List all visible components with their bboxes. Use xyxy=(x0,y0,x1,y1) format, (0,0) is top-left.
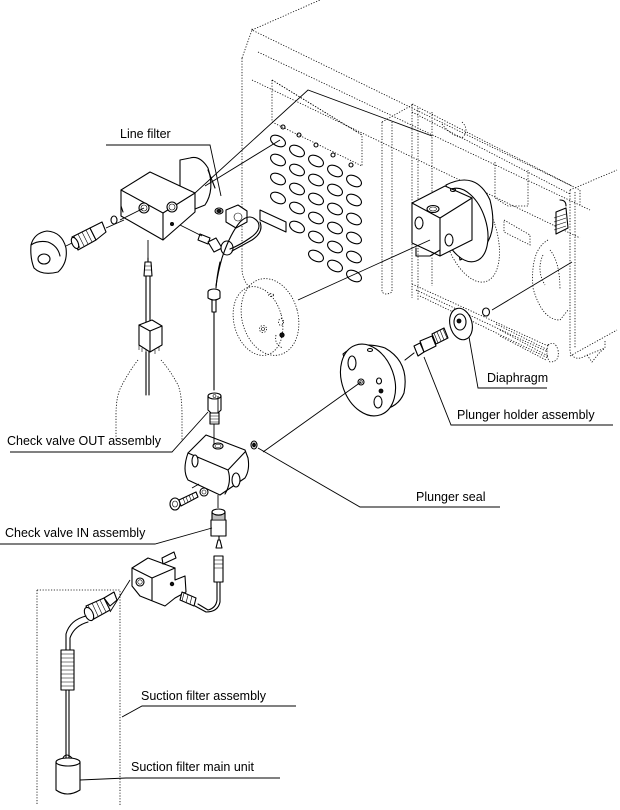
keypad-button xyxy=(346,231,362,245)
leader-plunger-holder xyxy=(423,356,613,426)
keypad-button xyxy=(327,240,343,254)
check-valve-out xyxy=(207,392,222,425)
leader-lines xyxy=(0,144,613,781)
label-diaphragm: Diaphragm xyxy=(487,371,549,385)
label-plunger-holder-assembly: Plunger holder assembly xyxy=(457,408,595,422)
keypad-button xyxy=(346,212,362,226)
keypad-button xyxy=(308,249,324,263)
keypad-button xyxy=(270,172,286,186)
plunger-holder xyxy=(404,327,449,361)
keypad-button xyxy=(308,154,324,168)
leader-check-valve-out xyxy=(10,411,209,453)
keypad-button xyxy=(327,202,343,216)
leader-check-valve-in xyxy=(0,527,213,545)
keypad-button xyxy=(270,134,286,148)
pump-head-ghost xyxy=(232,278,300,356)
filter-outlet-fittings xyxy=(197,204,262,391)
leader-line-filter xyxy=(106,144,222,197)
keypad-button xyxy=(289,201,305,215)
label-suction-filter-main-unit: Suction filter main unit xyxy=(131,760,254,774)
suction-tee xyxy=(131,551,197,607)
leader-suction-filter-assembly xyxy=(121,705,296,718)
keypad-button xyxy=(308,173,324,187)
keypad-button xyxy=(270,153,286,167)
plunger-seal xyxy=(250,440,258,450)
mounting-screw xyxy=(169,487,209,511)
pump-head-mounted xyxy=(411,179,500,283)
keypad-button xyxy=(346,193,362,207)
keypad-button xyxy=(289,144,305,158)
leader-diaphragm xyxy=(468,336,547,389)
keypad-button xyxy=(327,221,343,235)
pump-head-cylinder xyxy=(339,343,406,417)
keypad-button xyxy=(346,174,362,188)
diaphragm xyxy=(449,307,491,341)
label-check-valve-out-assembly: Check valve OUT assembly xyxy=(7,434,161,448)
keypad-button xyxy=(308,192,324,206)
keypad-button xyxy=(327,164,343,178)
label-check-valve-in-assembly: Check valve IN assembly xyxy=(5,526,146,540)
keypad-button xyxy=(327,183,343,197)
keypad-button xyxy=(327,259,343,273)
check-valve-in xyxy=(194,508,227,613)
keypad-button xyxy=(270,191,286,205)
pump-main-body xyxy=(241,0,618,363)
line-filter xyxy=(120,156,216,241)
keypad-button xyxy=(346,250,362,264)
keypad-button xyxy=(346,269,362,283)
pump-head-block xyxy=(184,434,250,496)
panel-indicator-dots xyxy=(259,124,354,233)
leader-suction-filter-main xyxy=(79,777,280,781)
keypad-button xyxy=(308,230,324,244)
keypad-button xyxy=(289,220,305,234)
keypad-button xyxy=(308,211,324,225)
suction-filter-assembly xyxy=(36,589,121,805)
keypad-button xyxy=(289,163,305,177)
label-plunger-seal: Plunger seal xyxy=(416,490,486,504)
label-suction-filter-assembly: Suction filter assembly xyxy=(141,689,267,703)
keypad-button xyxy=(289,182,305,196)
keypad xyxy=(270,134,362,283)
inlet-tube-and-bottle xyxy=(115,257,183,440)
label-line-filter: Line filter xyxy=(120,127,171,141)
filter-knob-cap xyxy=(30,215,118,274)
leader-plunger-seal xyxy=(257,447,500,508)
